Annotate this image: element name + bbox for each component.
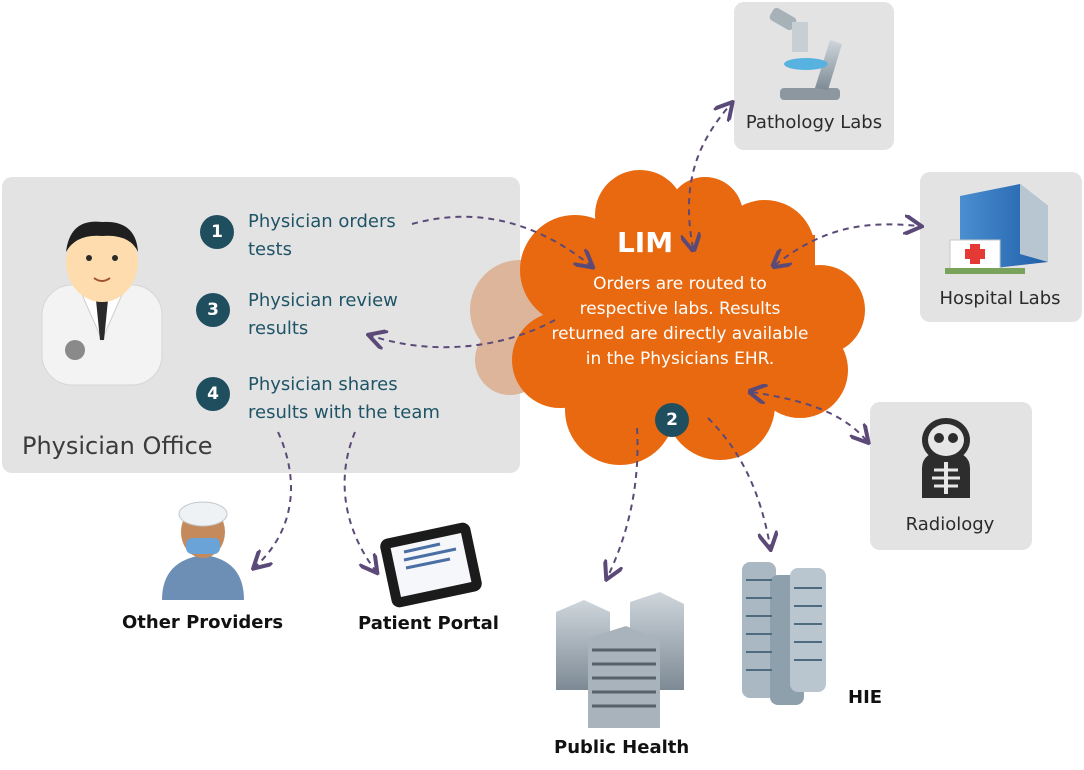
- arrow-lim-radiology: [752, 392, 866, 440]
- hospital-icon: [945, 184, 1048, 274]
- other-providers-label: Other Providers: [122, 612, 284, 633]
- arrow-lim-pathology: [689, 105, 730, 248]
- radiology-label: Radiology: [905, 514, 995, 535]
- step-3-text: Physician review results: [248, 290, 398, 339]
- lim-title: LIM: [616, 226, 674, 259]
- public-health-buildings-icon: [556, 592, 684, 728]
- physician-office-title: Physician Office: [22, 432, 213, 460]
- tablet-icon: [380, 522, 482, 608]
- arrow-to-patient-portal: [343, 431, 375, 570]
- hospital-labs-label: Hospital Labs: [939, 288, 1061, 309]
- pathology-labs-panel: [734, 2, 894, 150]
- pathology-labs-label: Pathology Labs: [745, 112, 883, 133]
- provider-icon: [162, 501, 244, 600]
- hie-towers-icon: [742, 562, 826, 705]
- step-2-badge: 2: [655, 403, 689, 437]
- step-4-text: Physician shares results with the team: [248, 374, 440, 423]
- arrow-lim-public-health: [608, 427, 639, 576]
- public-health-label: Public Health: [554, 737, 690, 758]
- lim-description: Orders are routed to respective labs. Re…: [551, 274, 809, 369]
- arrow-orders-to-lim: [411, 215, 590, 265]
- physician-icon: [41, 221, 163, 386]
- step-4-badge: 4: [196, 377, 230, 411]
- flow-arrows: [256, 105, 918, 576]
- microscope-icon: [769, 7, 842, 100]
- patient-portal-label: Patient Portal: [358, 613, 499, 634]
- step-3-badge: 3: [196, 293, 230, 327]
- skeleton-icon: [922, 418, 970, 498]
- arrow-lim-to-review: [372, 319, 556, 347]
- step-1-text: Physician orders tests: [248, 211, 396, 260]
- hie-label: HIE: [848, 687, 883, 708]
- step-1-badge: 1: [200, 215, 234, 249]
- arrow-to-other-providers: [256, 431, 293, 566]
- arrow-lim-hospital: [775, 224, 918, 265]
- arrow-lim-hie: [707, 417, 770, 546]
